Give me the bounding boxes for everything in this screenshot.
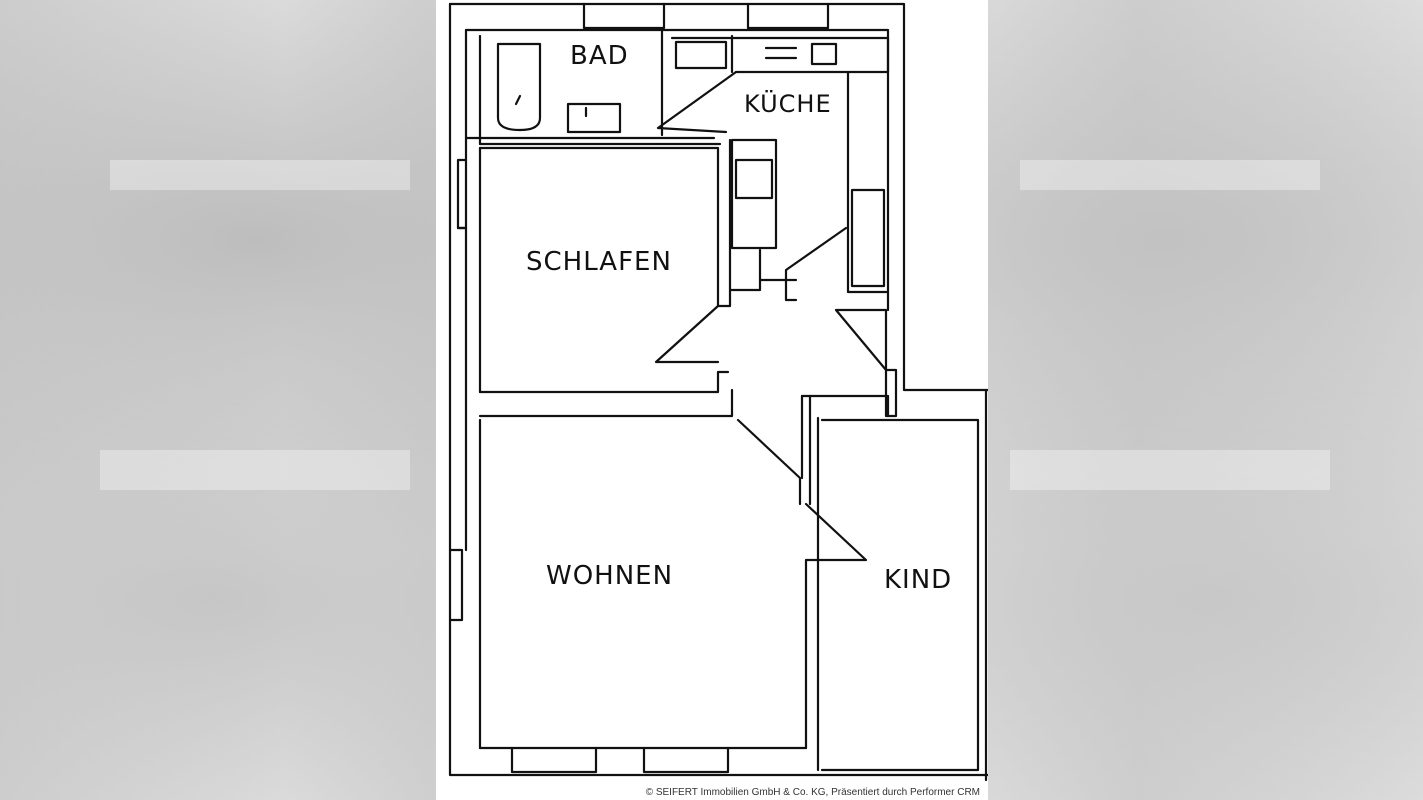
outer-wall-outer xyxy=(448,2,988,392)
window-top-2 xyxy=(746,2,830,30)
hall-wall xyxy=(716,138,762,308)
living-door xyxy=(804,502,868,750)
floor-plan-panel: BAD KÜCHE SCHLAFEN WOHNEN KIND © SEIFERT… xyxy=(436,0,988,800)
window-bottom-1 xyxy=(510,746,598,774)
outer-wall-inner xyxy=(464,28,890,312)
walls xyxy=(448,2,988,782)
blurred-stripe-right-lower xyxy=(1010,450,1330,490)
kitchen-counter-top xyxy=(670,36,890,74)
kitchen-door-2 xyxy=(784,226,848,302)
bathtub xyxy=(496,42,542,132)
room-label-bedroom: SCHLAFEN xyxy=(526,247,672,277)
outer-wall-left-outer xyxy=(448,2,820,777)
kitchen-counter-right xyxy=(850,188,886,288)
window-top-1 xyxy=(582,2,666,30)
bedroom-door xyxy=(654,304,720,364)
window-left-upper xyxy=(456,158,468,230)
room-label-bath: BAD xyxy=(570,41,629,71)
bedroom-wall-bottom xyxy=(478,370,730,394)
hall-diagonal xyxy=(736,418,802,506)
room-label-child: KIND xyxy=(884,565,952,595)
copyright-credit: © SEIFERT Immobilien GmbH & Co. KG, Präs… xyxy=(645,787,980,798)
sink xyxy=(566,102,622,134)
hall-wall-right xyxy=(800,394,812,506)
blurred-stripe-left-lower xyxy=(100,450,410,490)
stove xyxy=(730,138,778,250)
room-label-living: WOHNEN xyxy=(546,561,673,591)
kitchen-door xyxy=(656,70,738,134)
room-label-kitchen: KÜCHE xyxy=(744,89,832,118)
blurred-stripe-right xyxy=(1020,160,1320,190)
bedroom-wall-bottom-2 xyxy=(478,388,734,418)
floor-plan-drawing: BAD KÜCHE SCHLAFEN WOHNEN KIND xyxy=(448,2,988,782)
child-room-wall-top xyxy=(820,418,980,772)
room-labels: BAD KÜCHE SCHLAFEN WOHNEN KIND xyxy=(526,41,952,595)
bedroom-wall-top xyxy=(478,146,720,308)
child-door-upper xyxy=(834,308,888,372)
window-left-lower xyxy=(448,548,464,622)
blurred-stripe-left xyxy=(110,160,410,190)
window-bottom-2 xyxy=(642,746,730,774)
